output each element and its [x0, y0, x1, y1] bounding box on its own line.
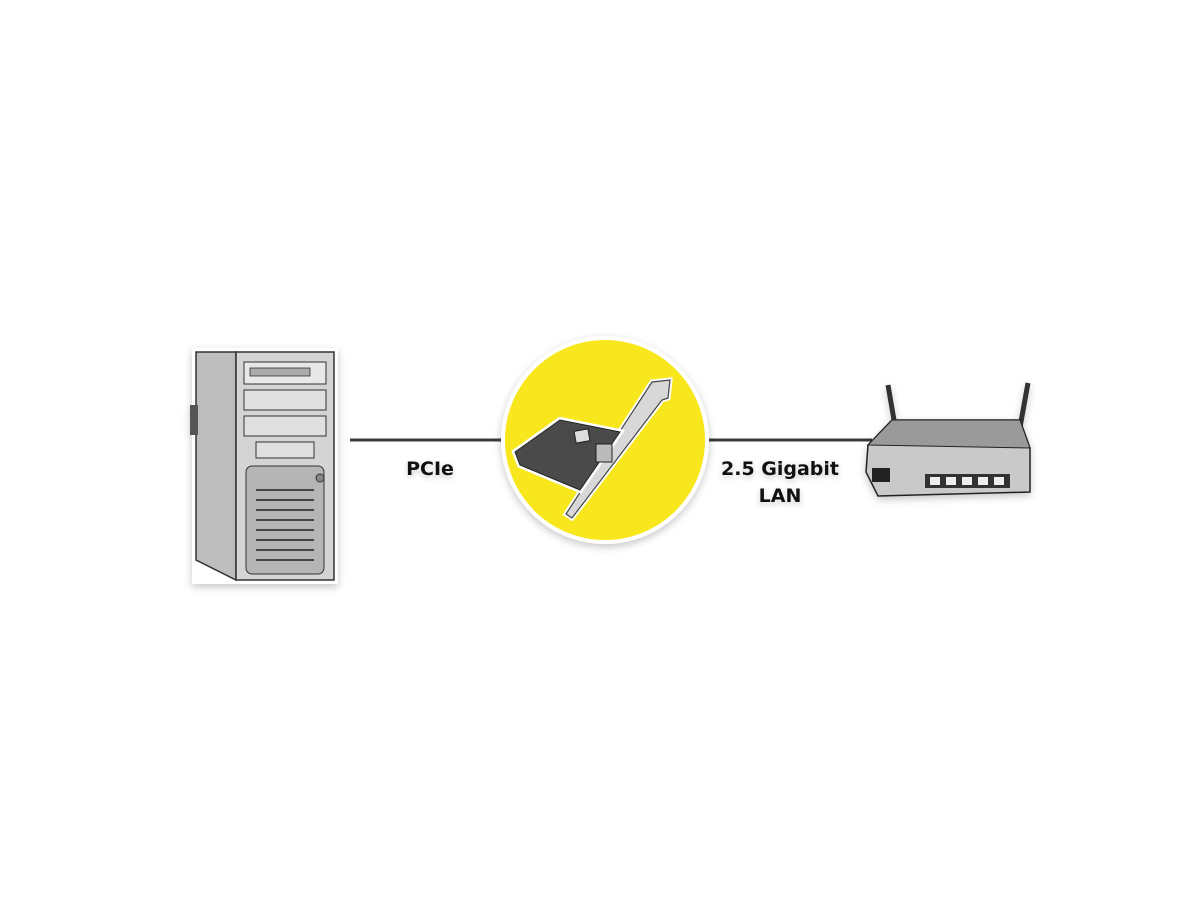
desktop-tower-icon	[190, 348, 338, 584]
lan-link-label-line2: LAN	[758, 485, 802, 507]
network-card-icon	[511, 377, 673, 522]
router-icon	[865, 382, 1031, 497]
pcie-link-label: PCIe	[406, 458, 454, 480]
lan-link-label-line1: 2.5 Gigabit	[721, 458, 839, 480]
